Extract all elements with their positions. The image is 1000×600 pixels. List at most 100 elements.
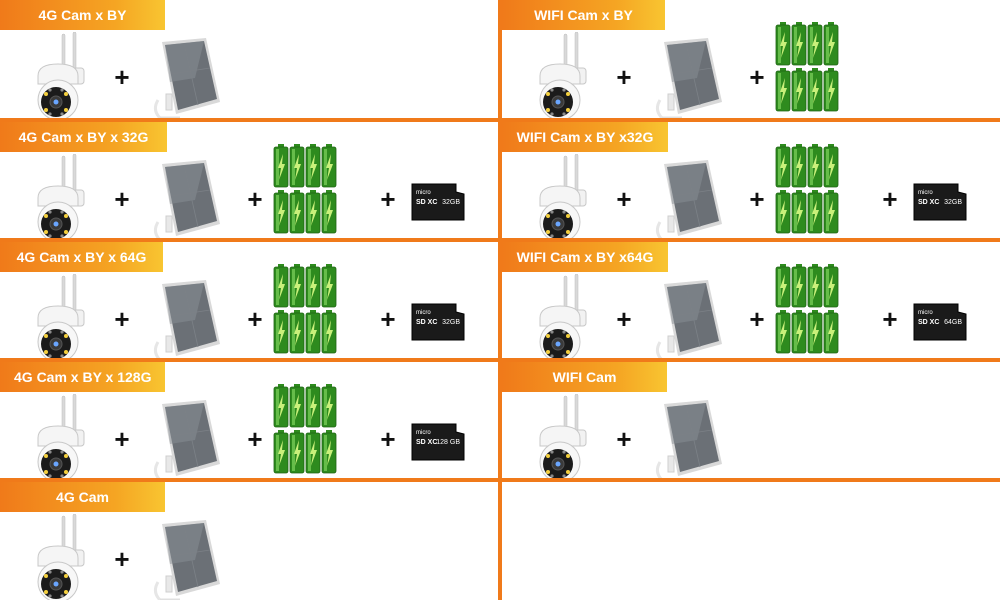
batteries-icon xyxy=(273,144,337,234)
bundle-label: WIFI Cam x BY x32G xyxy=(502,122,668,152)
batteries-item xyxy=(774,262,842,358)
bundle-cell[interactable]: WIFI Cam x BY++ xyxy=(502,0,1000,118)
bundle-label: 4G Cam x BY xyxy=(0,0,165,30)
camera-item xyxy=(28,153,90,238)
row-divider xyxy=(502,478,1000,482)
svg-text:32GB: 32GB xyxy=(442,199,460,206)
solar-panel-icon xyxy=(655,280,722,358)
solar-panel-icon xyxy=(153,280,220,358)
solar-item xyxy=(150,520,222,600)
plus-icon: + xyxy=(114,304,130,334)
sdcard-item: micro SD XC 32GB xyxy=(410,302,466,347)
sd-card-icon: micro SD XC 32GB xyxy=(411,303,465,341)
bundle-cell[interactable]: 4G Cam x BY + xyxy=(0,0,498,118)
camera-item xyxy=(28,513,90,600)
plus-icon: + xyxy=(616,184,632,214)
plus-icon: + xyxy=(114,62,130,92)
camera-icon xyxy=(539,393,587,478)
svg-text:SD XC: SD XC xyxy=(416,319,437,326)
column-divider xyxy=(498,0,502,600)
svg-text:micro: micro xyxy=(918,190,933,196)
svg-text:SD XC: SD XC xyxy=(416,199,437,206)
camera-icon xyxy=(539,153,587,238)
bundle-label: WIFI Cam x BY x64G xyxy=(502,242,668,272)
batteries-icon xyxy=(775,22,839,112)
solar-item xyxy=(150,280,222,358)
svg-text:32GB: 32GB xyxy=(944,199,962,206)
solar-panel-icon xyxy=(153,520,220,600)
solar-item xyxy=(652,400,724,478)
bundle-label: WIFI Cam x BY xyxy=(502,0,665,30)
plus-icon: + xyxy=(882,304,898,334)
solar-panel-icon xyxy=(153,160,220,238)
camera-item xyxy=(28,393,90,478)
plus-icon: + xyxy=(749,304,765,334)
bundle-cell[interactable]: WIFI Cam+ xyxy=(502,362,1000,478)
plus-icon: + xyxy=(380,424,396,454)
batteries-icon xyxy=(273,384,337,474)
empty-cell xyxy=(502,482,1000,600)
svg-text:micro: micro xyxy=(416,310,431,316)
batteries-item xyxy=(774,20,842,117)
bundle-label: 4G Cam x BY x 64G xyxy=(0,242,163,272)
plus-icon: + xyxy=(247,184,263,214)
batteries-item xyxy=(272,382,340,478)
camera-icon xyxy=(539,31,587,118)
plus-icon: + xyxy=(380,184,396,214)
solar-item xyxy=(150,38,222,118)
bundle-label: 4G Cam x BY x 32G xyxy=(0,122,167,152)
svg-text:32GB: 32GB xyxy=(442,319,460,326)
plus-icon: + xyxy=(616,424,632,454)
batteries-icon xyxy=(775,264,839,354)
camera-item xyxy=(530,273,592,358)
solar-item xyxy=(652,280,724,358)
plus-icon: + xyxy=(114,184,130,214)
batteries-icon xyxy=(273,264,337,354)
svg-text:micro: micro xyxy=(416,430,431,436)
bundle-label: 4G Cam x BY x 128G xyxy=(0,362,165,392)
row-divider xyxy=(502,118,1000,122)
solar-item xyxy=(652,160,724,238)
camera-icon xyxy=(37,153,85,238)
solar-item xyxy=(150,160,222,238)
solar-panel-icon xyxy=(153,400,220,478)
solar-item xyxy=(652,38,724,118)
batteries-icon xyxy=(775,144,839,234)
svg-text:SD XC: SD XC xyxy=(918,319,939,326)
plus-icon: + xyxy=(247,304,263,334)
plus-icon: + xyxy=(616,62,632,92)
batteries-item xyxy=(774,142,842,238)
bundle-cell[interactable]: 4G Cam+ xyxy=(0,482,498,600)
svg-text:micro: micro xyxy=(918,310,933,316)
camera-item xyxy=(530,393,592,478)
batteries-item xyxy=(272,262,340,358)
camera-item xyxy=(530,31,592,118)
plus-icon: + xyxy=(749,184,765,214)
batteries-item xyxy=(272,142,340,238)
plus-icon: + xyxy=(114,424,130,454)
row-divider xyxy=(0,118,498,122)
camera-icon xyxy=(37,273,85,358)
solar-item xyxy=(150,400,222,478)
row-divider xyxy=(0,238,498,242)
svg-text:micro: micro xyxy=(416,190,431,196)
svg-text:128 GB: 128 GB xyxy=(436,439,460,446)
solar-panel-icon xyxy=(655,38,722,118)
camera-item xyxy=(28,31,90,118)
sd-card-icon: micro SD XC 32GB xyxy=(411,183,465,221)
bundle-cell[interactable]: 4G Cam x BY x 32G + + micro SD XC 32GB + xyxy=(0,122,498,238)
row-divider xyxy=(502,238,1000,242)
sdcard-item: micro SD XC 64GB xyxy=(912,302,968,347)
camera-icon xyxy=(37,31,85,118)
svg-text:64GB: 64GB xyxy=(944,319,962,326)
plus-icon: + xyxy=(114,544,130,574)
